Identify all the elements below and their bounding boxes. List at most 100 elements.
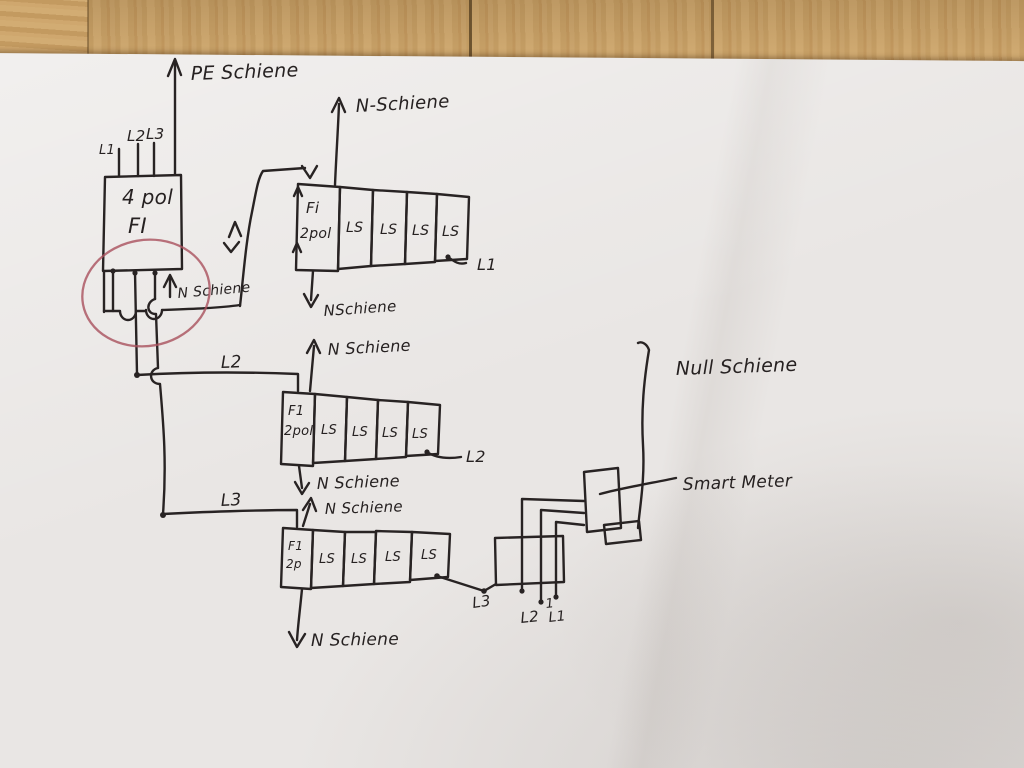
row3-out-label: L3 (471, 592, 492, 612)
null-rail-curve (636, 341, 651, 530)
row2-fi-label-1: F1 (288, 404, 304, 419)
pe-rail-label: PE Schiene (190, 59, 298, 85)
main-breaker-title-2: FI (128, 214, 147, 238)
input-label-l2: L2 (127, 127, 146, 145)
row3-ls-label-2: LS (351, 552, 367, 567)
row2-feed-label: L2 (220, 352, 242, 373)
wire-l1-chevron-down (222, 240, 241, 254)
terminal-wire-l1 (554, 520, 586, 600)
input-label-l3: L3 (146, 125, 165, 143)
junction-dot (481, 588, 487, 594)
junction-dot (553, 594, 559, 600)
output-drop-l2 (133, 270, 139, 376)
breaker-row-l2: L2 N Schiene F1 2pol LS LS LS LS L2 N Sc… (135, 336, 486, 496)
terminal-block-box (493, 534, 566, 587)
row2-ls-box-4 (404, 400, 442, 458)
row3-n-up-arrowhead (301, 496, 318, 513)
row1-ls-label-4: LS (442, 224, 459, 240)
row2-n-down-line (297, 464, 304, 490)
wood-seam (469, 0, 472, 80)
row1-n-up-line (333, 102, 341, 187)
row2-n-up-label: N Schiene (327, 336, 411, 359)
row3-out-connector (435, 574, 498, 593)
row3-n-up-label: N Schiene (325, 497, 404, 518)
row2-feed-wire (135, 371, 300, 393)
breaker-row-l3: L3 N Schiene F1 2p LS LS LS LS L3 N Schi… (161, 490, 498, 651)
row2-n-down-arrowhead (293, 480, 311, 496)
n-rail-arrowhead (162, 273, 178, 289)
row1-fi-tick-marks (291, 185, 304, 254)
row3-n-down-arrowhead (287, 630, 307, 649)
row2-n-down-label: N Schiene (316, 471, 400, 493)
row3-n-down-label: N Schiene (311, 629, 399, 651)
null-rail-label: Null Schiene (675, 354, 797, 380)
main-breaker-group: PE Schiene L1 L2 L3 4 pol FI N Schiene (99, 57, 319, 518)
row3-ls-label-3: LS (385, 550, 401, 565)
terminal-label-l1: L1 (548, 608, 567, 626)
junction-dot (152, 270, 158, 276)
row1-ls-label-1: LS (346, 220, 363, 236)
row3-fi-label-2: 2p (286, 557, 302, 571)
row1-n-up-arrowhead (330, 96, 347, 114)
junction-dot (519, 588, 525, 594)
row3-n-up-line (301, 502, 312, 528)
smart-meter-pointer-line (598, 476, 678, 496)
wire-l1-horizontal (102, 303, 242, 322)
row3-feed-label: L3 (220, 490, 242, 511)
wood-seam (711, 0, 714, 80)
row2-out-label: L2 (466, 447, 486, 466)
row1-n-down-line (309, 269, 315, 302)
row2-n-up-arrowhead (305, 338, 322, 355)
smart-meter-label: Smart Meter (682, 471, 793, 495)
smart-meter-box (582, 466, 623, 534)
wire-l1-chevron-up (227, 220, 243, 239)
row3-ls-box-3 (372, 529, 414, 586)
row3-ls-label-4: LS (421, 548, 437, 563)
pe-rail-arrowhead (166, 57, 183, 78)
row3-ls-label-1: LS (319, 552, 335, 567)
row2-ls-label-2: LS (352, 425, 368, 440)
wire-l1-riser (238, 166, 307, 308)
terminal-wire-l2 (539, 508, 586, 605)
junction-dot (132, 270, 138, 276)
terminal-mark-one: 1 (545, 596, 555, 612)
wire-l1-arrowhead (300, 164, 319, 180)
terminal-wire-l3 (520, 497, 586, 594)
smart-meter-group: 1 L2 L1 Smart Meter Null Schiene (493, 341, 798, 627)
row3-feed-wire (161, 508, 299, 529)
junction-dot (110, 268, 116, 274)
row2-fi-label-2: 2pol (284, 424, 313, 439)
row1-n-down-label: NSchiene (323, 297, 397, 320)
row2-out-connector (425, 450, 463, 460)
row1-fi-box (294, 182, 342, 273)
wood-seam (87, 0, 89, 80)
input-label-l1: L1 (99, 143, 115, 158)
row2-ls-label-1: LS (321, 423, 337, 438)
breaker-row-l1: N-Schiene Fi 2pol LS LS LS LS L1 NSchien… (291, 91, 497, 320)
row2-fi-box (279, 390, 317, 468)
wire-l3-hop-and-drop (147, 297, 166, 516)
row1-out-connector (446, 255, 468, 265)
row2-ls-label-3: LS (382, 426, 398, 441)
junction-dot (538, 599, 544, 605)
row1-fi-label-1: Fi (306, 199, 320, 217)
row1-n-down-arrowhead (302, 292, 320, 309)
row3-ls-box-4 (408, 530, 452, 582)
row1-n-up-label: N-Schiene (355, 91, 450, 117)
row1-ls-box-4 (433, 192, 471, 263)
main-breaker-box (101, 173, 184, 273)
main-n-label: N Schiene (177, 280, 251, 302)
row2-ls-label-4: LS (412, 427, 428, 442)
terminal-label-l2: L2 (520, 607, 540, 627)
row3-n-down-line (295, 587, 304, 642)
smart-meter-lower-box (602, 519, 643, 546)
row1-fi-label-2: 2pol (300, 226, 331, 242)
row1-ls-label-2: LS (380, 222, 397, 238)
row3-fi-label-1: F1 (288, 539, 303, 553)
row2-n-up-line (308, 344, 316, 393)
row1-out-label: L1 (477, 255, 497, 274)
main-breaker-title-1: 4 pol (122, 185, 173, 209)
red-circle-annotation (81, 238, 211, 348)
